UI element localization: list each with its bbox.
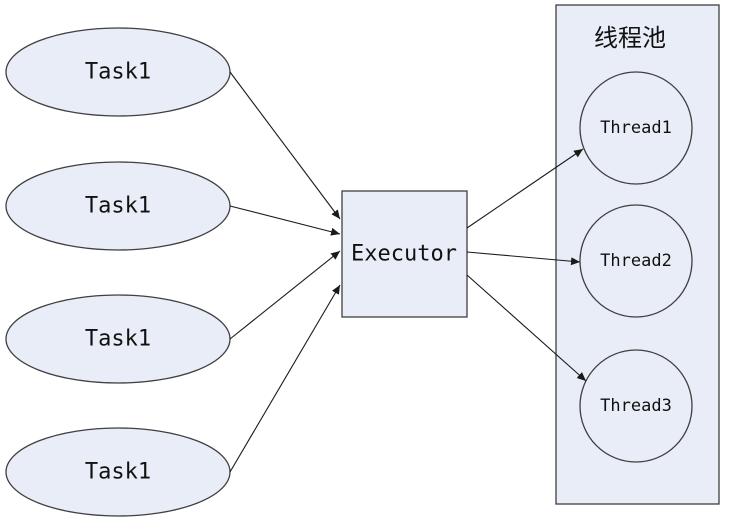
arrow-task-to-executor: [229, 71, 341, 220]
executor-label: Executor: [351, 242, 457, 267]
arrow-executor-to-thread: [466, 274, 587, 382]
thread-pool-title: 线程池: [594, 24, 666, 52]
task-label: Task1: [85, 194, 151, 219]
task-ellipse: Task1: [5, 161, 231, 251]
thread-node: Thread1: [579, 71, 693, 185]
arrow-task-to-executor: [229, 205, 341, 236]
thread-label: Thread1: [600, 118, 672, 138]
executor-node: Executor: [341, 190, 468, 318]
task-label: Task1: [85, 327, 151, 352]
executor-box: [341, 190, 468, 318]
task-ellipse: Task1: [5, 294, 231, 384]
arrow-task-to-executor: [229, 250, 341, 340]
task-ellipse: Task1: [5, 27, 231, 117]
task-label: Task1: [85, 460, 151, 485]
arrow-executor-to-thread: [466, 251, 581, 266]
thread-node: Thread2: [579, 204, 693, 318]
arrow-executor-to-thread: [466, 148, 584, 229]
thread-label: Thread3: [600, 396, 672, 416]
thread-label: Thread2: [600, 251, 672, 271]
task-ellipse: Task1: [5, 427, 231, 517]
arrow-task-to-executor: [229, 284, 341, 473]
thread-node: Thread3: [579, 349, 693, 463]
task-label: Task1: [85, 60, 151, 85]
